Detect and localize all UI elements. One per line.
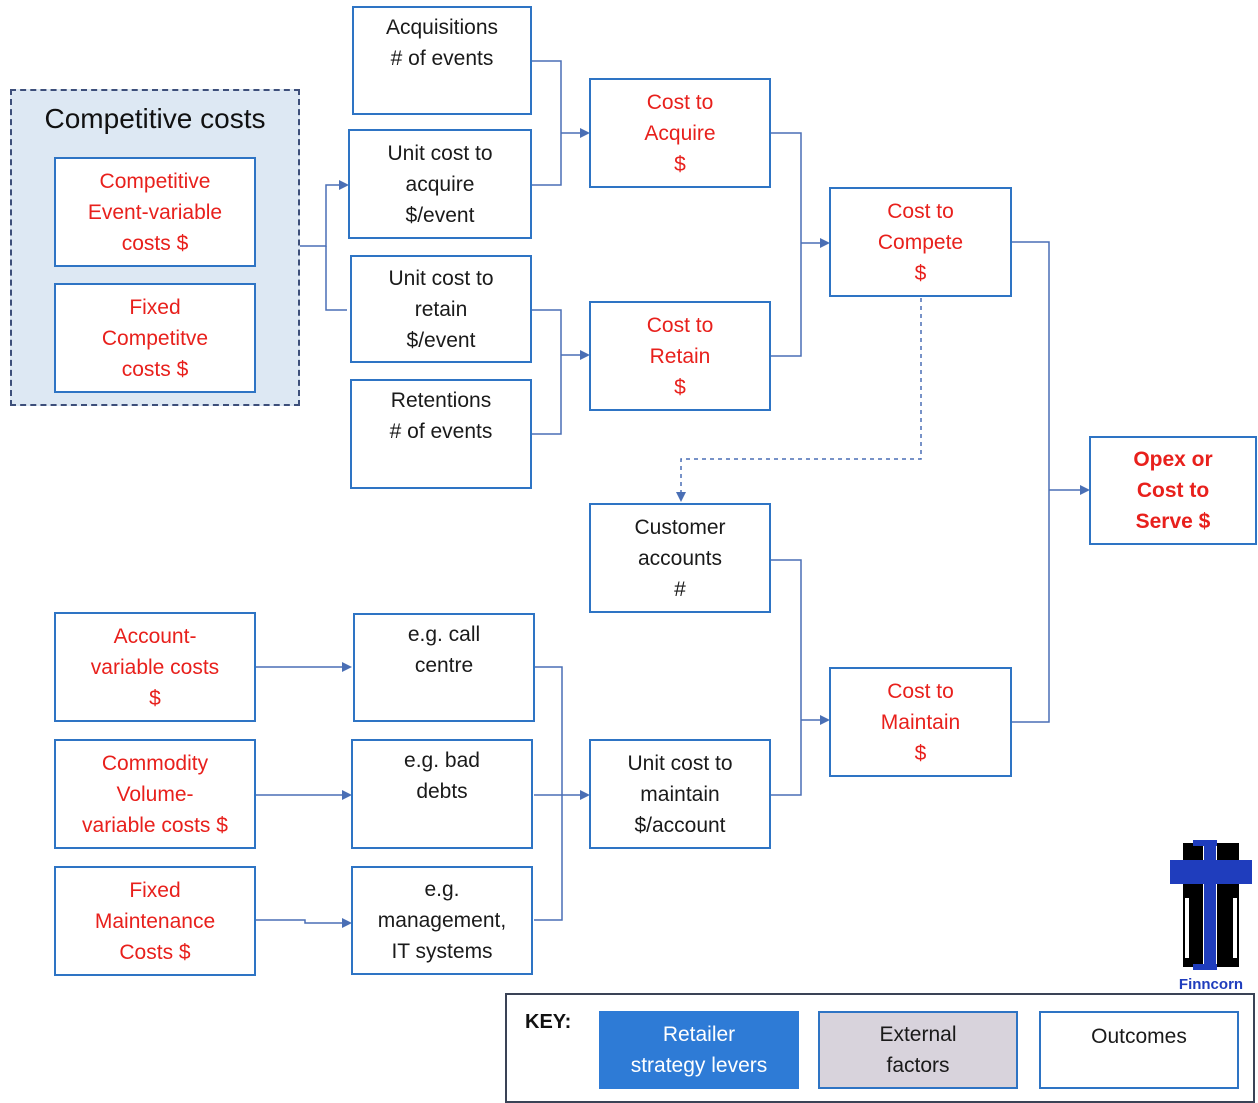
conn-lower-bracket <box>534 666 563 921</box>
conn-competitive-to-units <box>300 180 349 247</box>
commodity-volume-variable-costs: Commodity Volume- variable costs $ <box>54 739 256 849</box>
bad-debts: e.g. bad debts <box>351 739 533 849</box>
conn-opex-bracket <box>1011 241 1050 723</box>
acquisitions-events: Acquisitions # of events <box>352 6 532 115</box>
conn-acquisitions-bracket <box>531 60 562 186</box>
cost-to-acquire: Cost to Acquire $ <box>589 78 771 188</box>
unit-cost-to-retain: Unit cost to retain $/event <box>350 255 532 363</box>
key-outcomes: Outcomes <box>1039 1011 1239 1089</box>
unit-cost-to-acquire: Unit cost to acquire $/event <box>348 129 532 239</box>
cost-to-retain: Cost to Retain $ <box>589 301 771 411</box>
group-title: Competitive costs <box>44 103 266 134</box>
competitive-event-variable-costs: Competitive Event-variable costs $ <box>54 157 256 267</box>
retentions-events: Retentions # of events <box>350 379 532 489</box>
key-retailer-strategy-levers: Retailer strategy levers <box>599 1011 799 1089</box>
cost-to-maintain: Cost to Maintain $ <box>829 667 1012 777</box>
conn-retain-bracket <box>531 309 562 435</box>
account-variable-costs: Account- variable costs $ <box>54 612 256 722</box>
conn-acquire-retain-bracket <box>770 132 802 357</box>
key-external-factors: External factors <box>818 1011 1018 1089</box>
conn-compete-to-customers <box>676 298 922 502</box>
management-it-systems: e.g. management, IT systems <box>351 866 533 975</box>
logo-text: Finncorn <box>1178 976 1244 993</box>
unit-cost-to-maintain: Unit cost to maintain $/account <box>589 739 771 849</box>
call-centre: e.g. call centre <box>353 613 535 722</box>
customer-accounts: Customer accounts # <box>589 503 771 613</box>
finncorn-logo: Finncorn <box>1165 838 1257 993</box>
opex-cost-to-serve: Opex or Cost to Serve $ <box>1089 436 1257 545</box>
key-title: KEY: <box>525 1011 572 1033</box>
legend-key: KEY: Retailer strategy levers External f… <box>505 993 1255 1103</box>
conn-maintain-bracket <box>770 559 802 796</box>
fixed-competitive-costs: Fixed Competitve costs $ <box>54 283 256 393</box>
finncorn-logo-mark <box>1170 840 1252 970</box>
fixed-maintenance-costs: Fixed Maintenance Costs $ <box>54 866 256 976</box>
conn-fixed-to-management <box>256 918 352 928</box>
conn-competitive-to-retain <box>325 246 347 311</box>
cost-to-compete: Cost to Compete $ <box>829 187 1012 297</box>
